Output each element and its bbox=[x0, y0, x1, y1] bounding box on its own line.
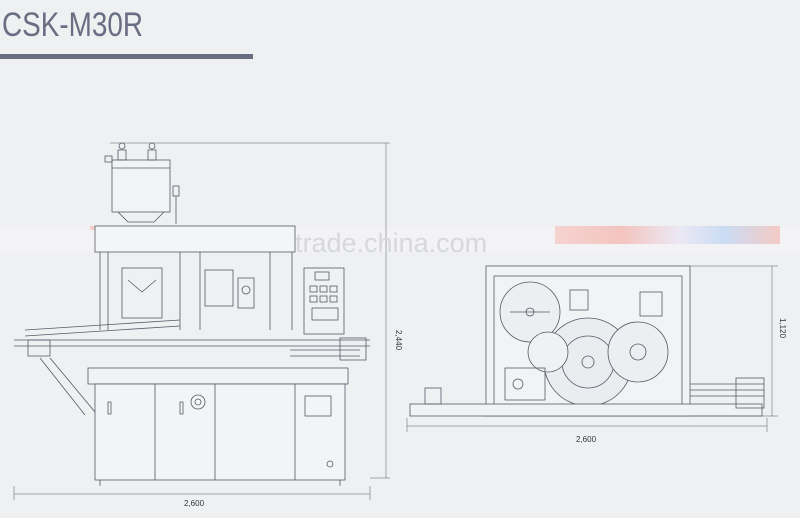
motor-box bbox=[504, 367, 546, 401]
side-base bbox=[409, 403, 763, 417]
upper-frame bbox=[94, 225, 296, 253]
front-view bbox=[13, 142, 390, 500]
watermark-text: trade.china.com bbox=[295, 228, 487, 258]
rotary-plate-right bbox=[607, 321, 669, 383]
color-band-stripe-right bbox=[555, 226, 780, 244]
main-cabinet bbox=[87, 367, 349, 481]
dosing-module-right bbox=[204, 269, 234, 307]
front-height-label: 2,440 bbox=[394, 330, 403, 351]
control-panel bbox=[303, 267, 345, 335]
side-height-label: 1,120 bbox=[778, 318, 787, 339]
conveyor bbox=[14, 319, 370, 361]
dosing-module-left bbox=[121, 267, 163, 319]
support-strut bbox=[39, 357, 86, 416]
rotary-plate-center bbox=[527, 331, 569, 373]
side-view bbox=[406, 265, 778, 432]
front-width-label: 2,600 bbox=[184, 499, 205, 508]
outfeed-conveyor bbox=[690, 377, 765, 409]
hopper-tank bbox=[104, 142, 180, 224]
model-title: CSK-M30R bbox=[2, 6, 143, 44]
side-width-label: 2,600 bbox=[576, 435, 597, 444]
title-underline bbox=[0, 54, 253, 59]
